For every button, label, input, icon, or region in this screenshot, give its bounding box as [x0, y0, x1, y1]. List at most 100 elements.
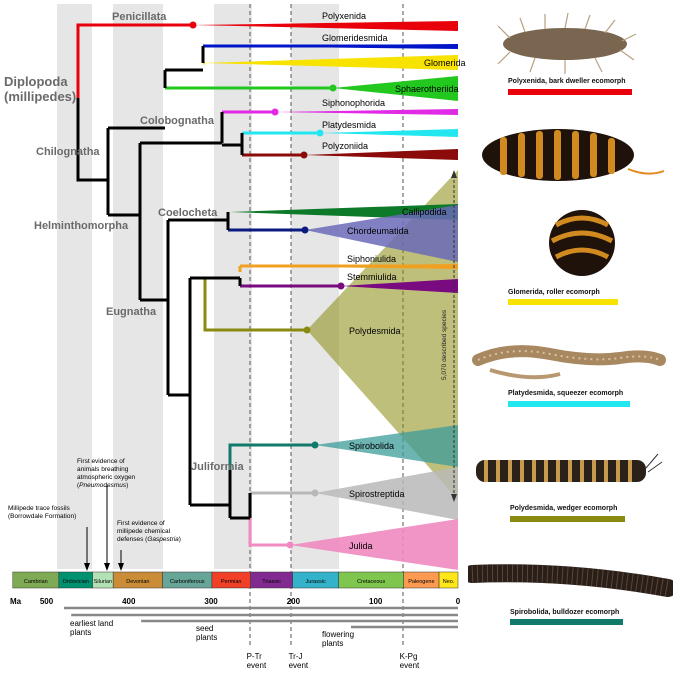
bar-glomerida [508, 299, 618, 305]
period-label-carboniferous: Carboniferous [170, 579, 205, 585]
spirostreptida-dot [311, 489, 319, 497]
polyxenida-photo [497, 12, 637, 74]
caption-polyxenida: Polyxenida, bark dweller ecomorph [508, 78, 626, 85]
clade-label-juliformia: Juliformia [191, 461, 244, 473]
period-neo [438, 571, 459, 589]
taxon-label-julida: Julida [349, 541, 373, 551]
taxon-label-callipodida: Callipodida [402, 207, 447, 217]
taxon-label-glomeridesmida: Glomeridesmida [322, 33, 388, 43]
chemical-arrowhead [118, 563, 124, 571]
species-count-text: 5,070 described species [441, 309, 448, 380]
polydesmida-antennae [645, 453, 663, 473]
juliformia-branch [190, 470, 232, 518]
breathing-text-line-0: First evidence of [77, 458, 125, 465]
polyzoniida-cone [304, 149, 458, 160]
plant-label-2-1: plants [322, 639, 343, 648]
clade-label-eugnatha: Eugnatha [106, 306, 157, 318]
julida-dot [286, 541, 294, 549]
caption-platydesmida: Platydesmida, squeezer ecomorph [508, 390, 624, 397]
glomerida-body-rolled [549, 210, 615, 276]
polydesmida-stem [203, 278, 307, 332]
trace-fossil-arrowhead [84, 563, 90, 571]
spirobolida-stem [228, 443, 315, 470]
spirobolida-cone [315, 425, 458, 467]
period-label-silurian: Silurian [94, 579, 112, 585]
breathing-text-line-1: animals breathing [77, 466, 129, 473]
axis-tick-400: 400 [122, 597, 136, 606]
platydesmida-photo [472, 345, 666, 380]
axis-tick-0: 0 [456, 597, 461, 606]
caption-polydesmida: Polydesmida, wedger ecomorph [510, 505, 618, 512]
period-label-cretaceous: Cretaceous [357, 579, 385, 585]
taxon-label-siphonophorida: Siphonophorida [322, 98, 385, 108]
geologic-timescale: Cambrian Ordovician Silurian Devonian Carbon… [12, 571, 459, 589]
taxon-stems [76, 23, 458, 547]
band-ordovician [57, 4, 92, 569]
chemical-text-line-1: millipede chemical [117, 528, 171, 535]
plant-label-0-1: plants [70, 628, 91, 637]
event-label-1-1: event [289, 661, 309, 670]
spirobolida-photo [468, 564, 673, 597]
polyxenida-bristles [497, 12, 637, 74]
taxon-label-polydesmida: Polydesmida [349, 326, 401, 336]
bar-spirobolida [510, 619, 623, 625]
origin-dots [189, 21, 345, 549]
taxon-label-polyxenida: Polyxenida [322, 11, 366, 21]
plant-label-1-1: plants [196, 633, 217, 642]
annotation-text-group: Millipede trace fossils(Borrowdale Forma… [8, 458, 181, 543]
clade-label-diplopoda-line1: Diplopoda [4, 74, 68, 89]
species-count-arrow-down [451, 494, 457, 502]
chemical-text-line-2: defenses (Gaspestria) [117, 536, 181, 543]
glomerida-rolled-stripes [550, 215, 614, 260]
spirostreptida-cone [315, 467, 458, 520]
period-label-cambrian: Cambrian [24, 579, 48, 585]
taxon-label-polyzoniida: Polyzoniida [322, 141, 368, 151]
taxon-label-chordeumatida: Chordeumatida [347, 226, 409, 236]
siphonophorida-dot [271, 108, 279, 116]
clade-label-colobognatha: Colobognatha [140, 115, 215, 127]
platydesmida-cone [320, 129, 458, 137]
polydesmida-paranota [484, 460, 632, 482]
axis-tick-500: 500 [40, 597, 54, 606]
period-label-triassic: Triassic [262, 579, 281, 585]
breathing-arrowhead [104, 563, 110, 571]
root-branch [76, 98, 108, 182]
period-label-ordovician: Ordovician [63, 579, 89, 585]
taxon-label-stemmiulida: Stemmiulida [347, 272, 397, 282]
event-label-0-1: event [247, 661, 267, 670]
axis-tick-200: 200 [287, 597, 301, 606]
period-label-permian: Permian [221, 579, 241, 585]
breathing-text-line-3: (Pneumodesmus) [77, 482, 128, 489]
caption-glomerida: Glomerida, roller ecomorph [508, 289, 600, 296]
platydesmida-body [472, 345, 666, 366]
platydesmida-dot [316, 129, 324, 137]
backbone [76, 46, 252, 520]
bar-polydesmida [510, 516, 625, 522]
sphaerotheriida-dot [329, 84, 337, 92]
clade-label-helminthomorpha: Helminthomorpha [34, 220, 129, 232]
period-label-jurassic: Jurassic [306, 579, 326, 585]
polydesmida-photo [476, 453, 663, 482]
event-label-0-0: P-Tr [247, 652, 263, 661]
julida-cone [290, 519, 458, 570]
plant-label-1-0: seed [196, 624, 213, 633]
taxon-label-glomerida: Glomerida [424, 58, 466, 68]
axis-tick-300: 300 [204, 597, 218, 606]
period-label-neo: Neo. [443, 579, 455, 585]
polyxenida-dot [189, 21, 197, 29]
stemmiulida-dot [337, 282, 345, 290]
plant-label-0-0: earliest land [70, 619, 113, 628]
clade-label-coelocheta: Coelocheta [158, 207, 218, 219]
glomerida-photo [482, 129, 665, 276]
stemmiulida-cone [341, 279, 458, 293]
coelocheta-branch [168, 212, 230, 230]
plant-label-2-0: flowering [322, 630, 354, 639]
fossil-annotations: Millipede trace fossils(Borrowdale Forma… [8, 458, 181, 571]
platydesmida-polyzoniida-branch [222, 133, 244, 155]
trace-fossils-text-line-1: (Borrowdale Formation) [8, 513, 76, 520]
polydesmida-body [476, 460, 646, 482]
period-label-devonian: Devonian [126, 579, 149, 585]
taxon-labels: Polyxenida Glomeridesmida Glomerida Spha… [322, 11, 466, 551]
